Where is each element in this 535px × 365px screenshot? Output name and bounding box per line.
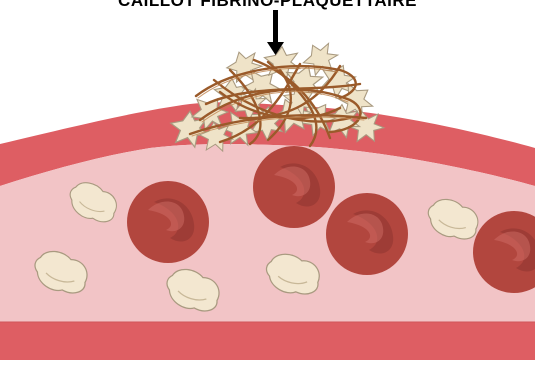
- lower-vessel-wall: [0, 322, 535, 360]
- red-blood-cell: [253, 146, 335, 228]
- red-blood-cell: [326, 193, 408, 275]
- red-blood-cell: [127, 181, 209, 263]
